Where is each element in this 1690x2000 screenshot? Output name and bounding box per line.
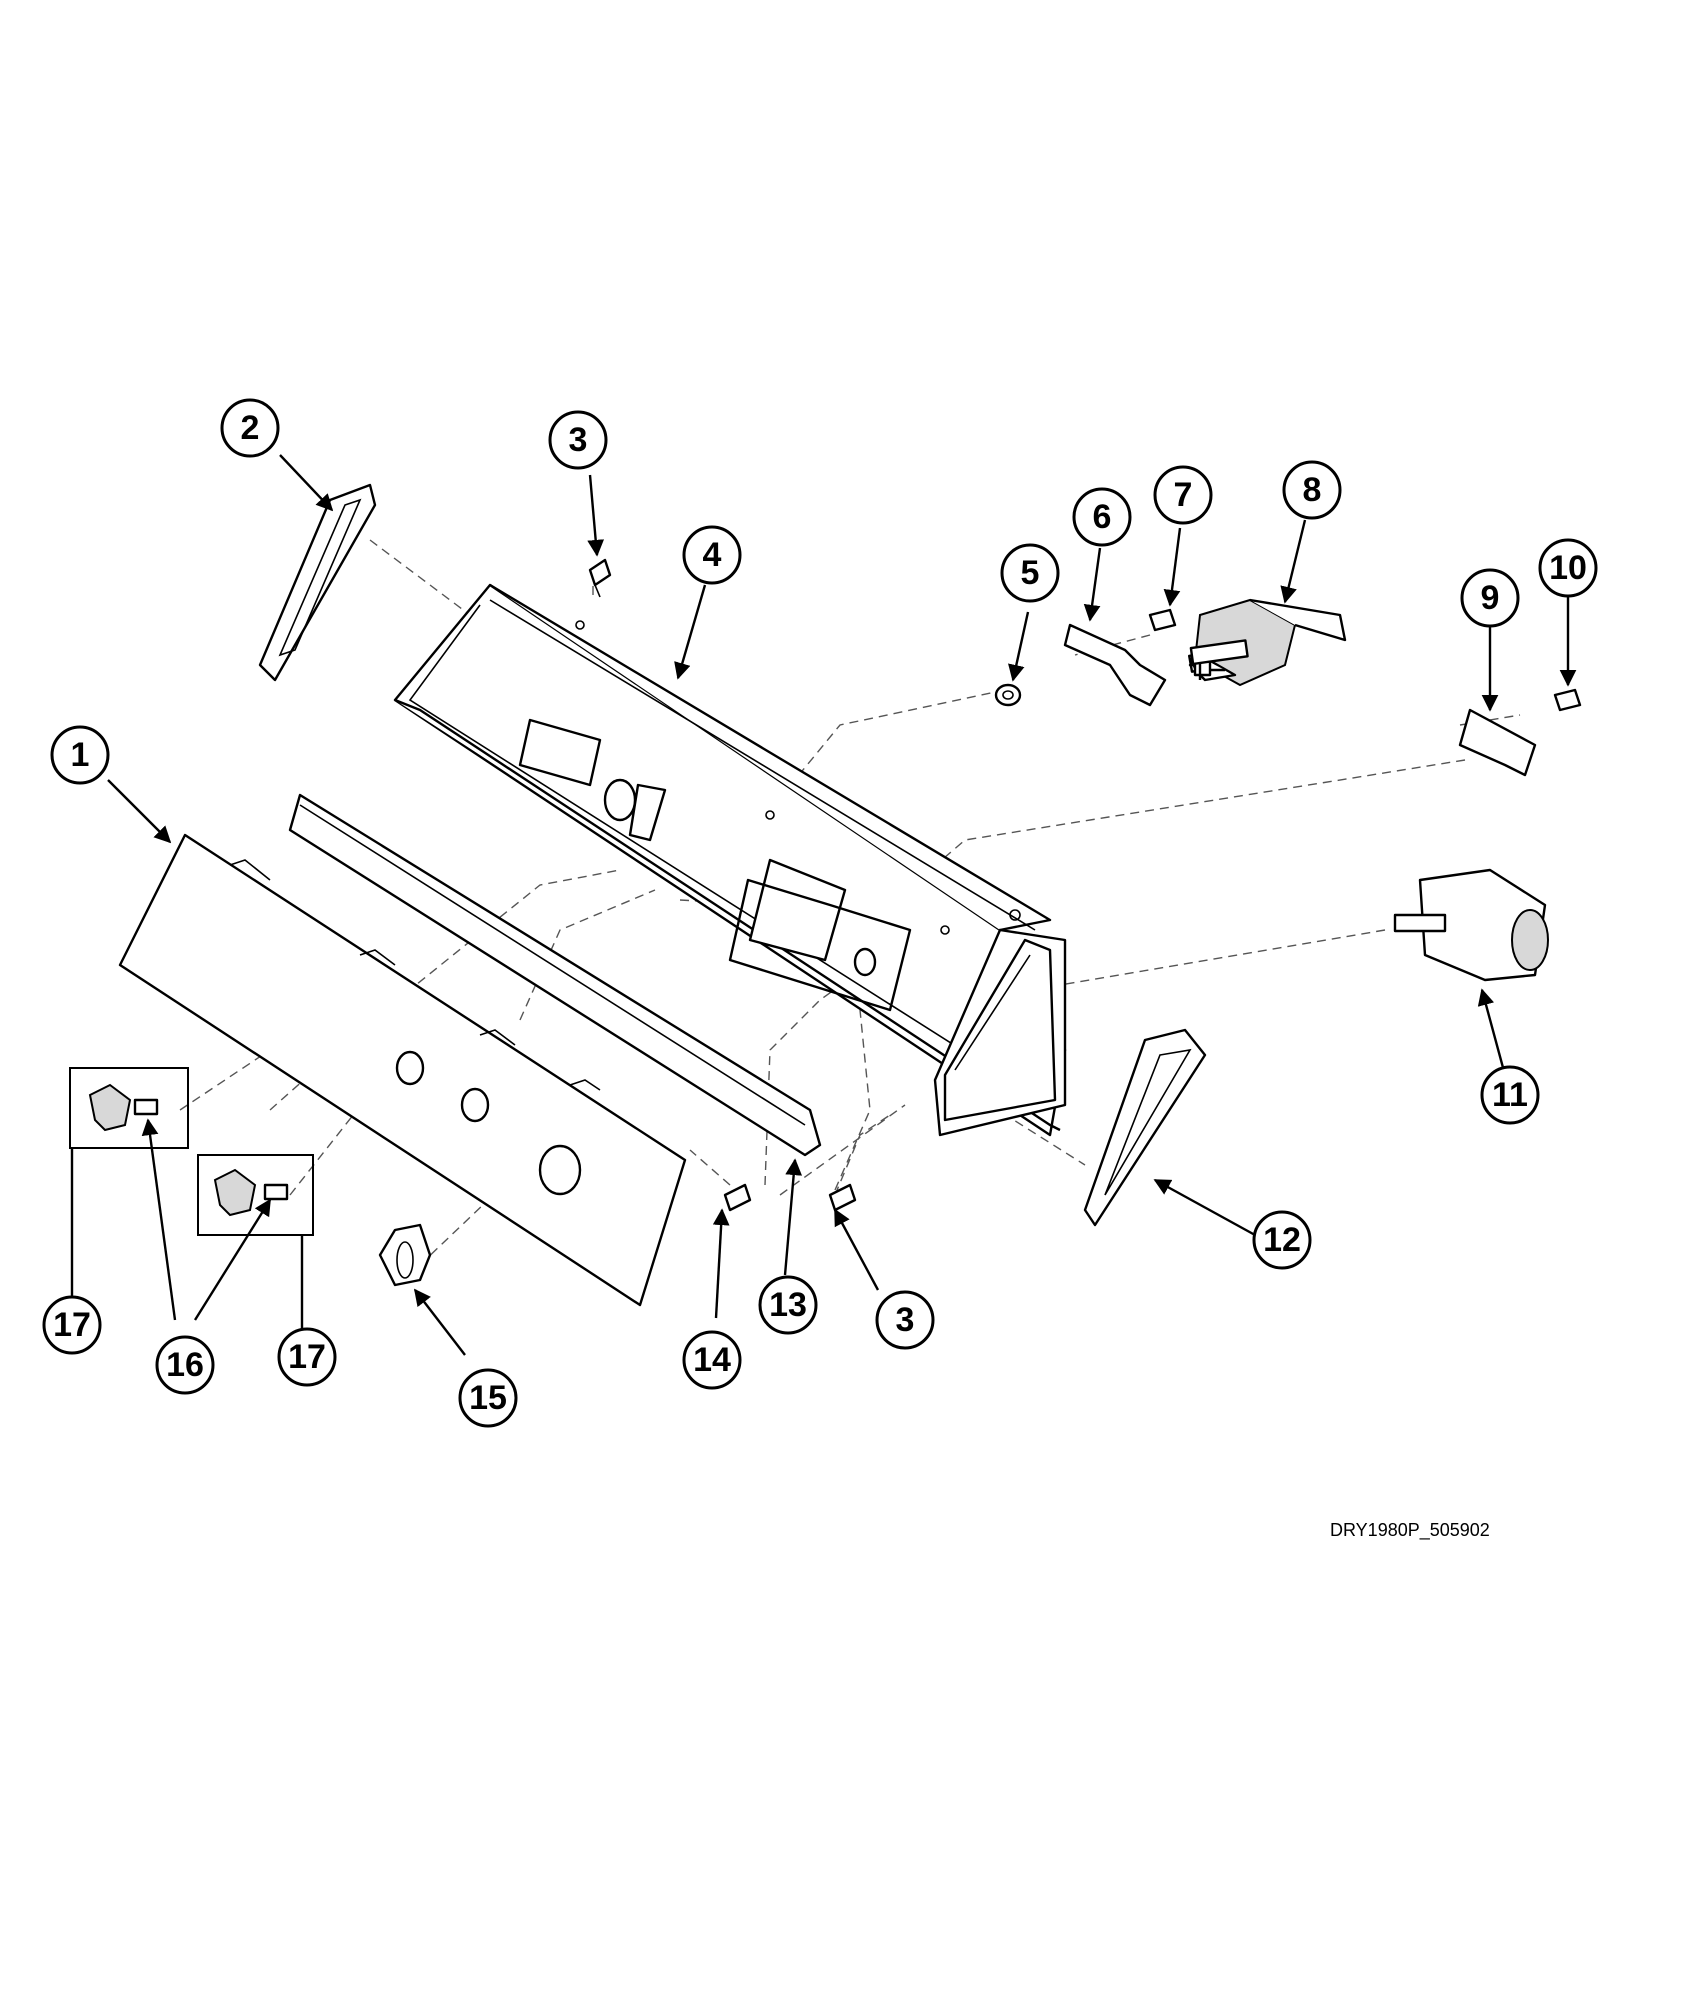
svg-text:13: 13 (769, 1286, 807, 1324)
callout-6: 6 (1072, 487, 1132, 547)
knob-box-top (69, 1067, 189, 1149)
callout-5: 5 (1000, 543, 1060, 603)
callout-15: 15 (458, 1368, 518, 1428)
console-housing (393, 583, 1067, 1137)
svg-text:1: 1 (71, 736, 90, 774)
callout-10: 10 (1538, 538, 1598, 598)
svg-text:9: 9 (1481, 579, 1500, 617)
svg-text:17: 17 (288, 1338, 326, 1376)
svg-text:5: 5 (1021, 554, 1040, 592)
knob-box-bottom (197, 1154, 314, 1236)
nut (994, 683, 1022, 707)
callout-7: 7 (1153, 465, 1213, 525)
callout-9: 9 (1460, 568, 1520, 628)
drawing-id-label: DRY1980P_505902 (1330, 1520, 1490, 1540)
trim-strip (288, 793, 822, 1157)
callout-1: 1 (50, 725, 110, 785)
leader-lines (70, 454, 1577, 1356)
svg-text:12: 12 (1263, 1221, 1301, 1259)
left-end-cap (258, 483, 377, 682)
svg-text:14: 14 (693, 1341, 731, 1379)
svg-text:6: 6 (1093, 498, 1112, 536)
callout-8: 8 (1282, 460, 1342, 520)
screw-right (828, 1183, 857, 1212)
switch-clip (1458, 708, 1537, 777)
screw-bracket (1148, 608, 1177, 632)
svg-text:15: 15 (469, 1379, 507, 1417)
callout-2: 2 (220, 398, 280, 458)
svg-text:11: 11 (1492, 1076, 1528, 1114)
callout-4: 4 (682, 525, 742, 585)
overlay-panel (118, 833, 687, 1307)
svg-text:7: 7 (1174, 476, 1193, 514)
timer (1393, 868, 1549, 982)
svg-text:2: 2 (241, 409, 260, 447)
svg-text:3: 3 (569, 421, 588, 459)
callout-13: 13 (758, 1275, 818, 1335)
callout-3a: 3 (548, 410, 608, 470)
svg-text:8: 8 (1303, 471, 1322, 509)
switch-bracket (1063, 623, 1167, 707)
svg-text:16: 16 (166, 1346, 204, 1384)
svg-text:4: 4 (703, 536, 722, 574)
knob-large (378, 1223, 432, 1287)
callout-12: 12 (1252, 1210, 1312, 1270)
svg-text:10: 10 (1549, 549, 1587, 587)
svg-text:3: 3 (896, 1301, 915, 1339)
screw-clip (1553, 688, 1582, 712)
callout-11: 11 (1480, 1065, 1540, 1125)
screw-top (588, 558, 612, 598)
callout-17a: 17 (42, 1295, 102, 1355)
svg-text:17: 17 (53, 1306, 91, 1344)
callout-17b: 17 (277, 1327, 337, 1387)
callout-3b: 3 (875, 1290, 935, 1350)
callout-14: 14 (682, 1330, 742, 1390)
screw-bottom (723, 1183, 752, 1212)
rotary-switch (1188, 598, 1347, 687)
right-end-cap (1083, 1028, 1207, 1227)
callout-16: 16 (155, 1335, 215, 1395)
switch-shaft (1189, 639, 1249, 666)
